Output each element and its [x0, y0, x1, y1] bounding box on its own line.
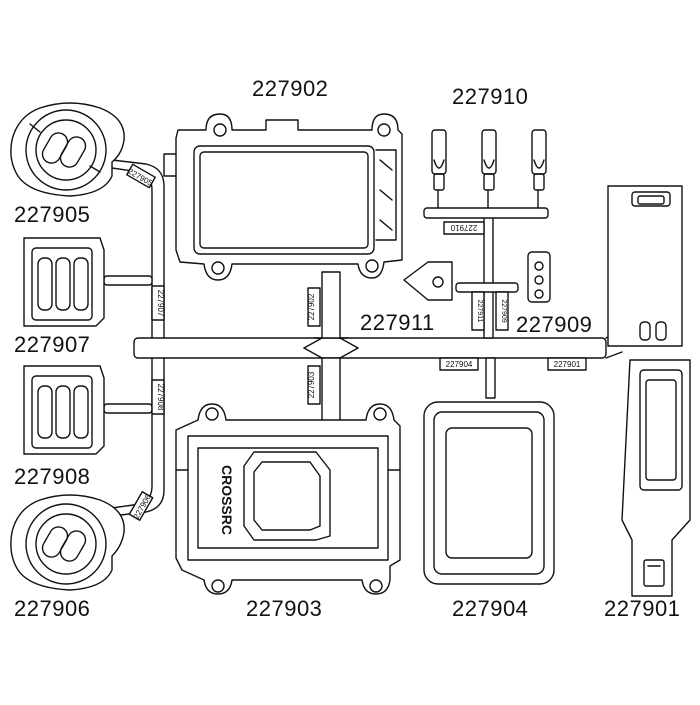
- part-227901: [607, 185, 691, 597]
- label-227904: 227904: [452, 596, 529, 621]
- part-227910: [431, 129, 547, 191]
- label-227901: 227901: [604, 596, 681, 621]
- part-227905: [10, 102, 125, 197]
- tag-227909: 227909: [500, 299, 507, 322]
- tag-227908: 227908: [156, 384, 165, 411]
- label-227905: 227905: [14, 202, 91, 227]
- part-227907: [23, 237, 105, 327]
- label-227911: 227911: [360, 310, 435, 335]
- part-227906: [10, 494, 125, 591]
- tag-227911: 227911: [476, 300, 483, 323]
- tag-227901: 227901: [554, 360, 581, 369]
- part-227903: CROSSRC: [175, 403, 401, 595]
- tag-227903: 227903: [307, 371, 316, 398]
- part-227911: [403, 261, 453, 301]
- label-227903: 227903: [246, 596, 323, 621]
- label-227909: 227909: [516, 312, 593, 337]
- tag-227910: 227910: [450, 223, 477, 232]
- runner-tags: 227905 227907 227908 227906 227902 22790…: [126, 163, 587, 521]
- part-227909: [527, 251, 551, 303]
- tag-227904: 227904: [446, 360, 473, 369]
- part-227908: [23, 365, 105, 455]
- label-227907: 227907: [14, 332, 91, 357]
- tag-227902: 227902: [307, 293, 316, 320]
- part-227904: [423, 401, 555, 585]
- embossed-logo: CROSSRC: [219, 465, 235, 535]
- label-227910: 227910: [452, 84, 529, 109]
- part-227902: [163, 113, 403, 281]
- label-227902: 227902: [252, 76, 329, 101]
- tag-227907: 227907: [156, 290, 165, 317]
- label-227908: 227908: [14, 464, 91, 489]
- label-227906: 227906: [14, 596, 91, 621]
- sprue-runner: [103, 159, 623, 517]
